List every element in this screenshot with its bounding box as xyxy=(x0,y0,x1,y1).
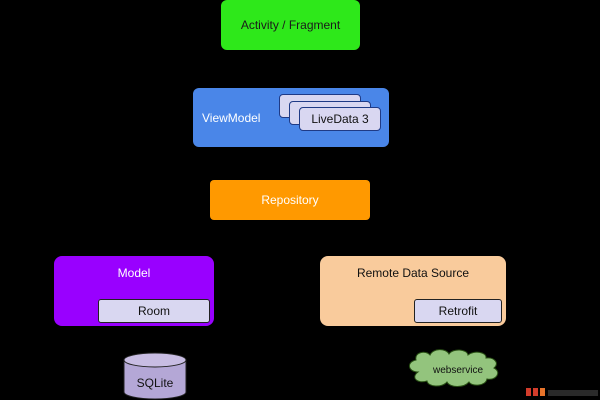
retrofit-label: Retrofit xyxy=(438,304,478,318)
webservice-cloud-icon xyxy=(409,349,499,387)
activity-fragment-label: Activity / Fragment xyxy=(240,18,341,32)
room-label: Room xyxy=(137,304,170,318)
model-label: Model xyxy=(117,266,151,280)
livedata-label: LiveData 3 xyxy=(311,112,369,126)
sqlite-database-icon xyxy=(123,352,187,400)
sqlite-label: SQLite xyxy=(136,376,174,390)
activity-fragment-node: Activity / Fragment xyxy=(221,0,360,50)
room-node: Room xyxy=(98,299,210,323)
repository-label: Repository xyxy=(261,193,319,207)
watermark-logo xyxy=(526,388,598,396)
retrofit-node: Retrofit xyxy=(414,299,502,323)
webservice-label: webservice xyxy=(432,365,484,376)
viewmodel-label: ViewModel xyxy=(202,110,261,125)
remote-data-source-label: Remote Data Source xyxy=(356,266,470,280)
livedata-card-front: LiveData 3 xyxy=(299,107,381,131)
repository-node: Repository xyxy=(210,180,370,220)
